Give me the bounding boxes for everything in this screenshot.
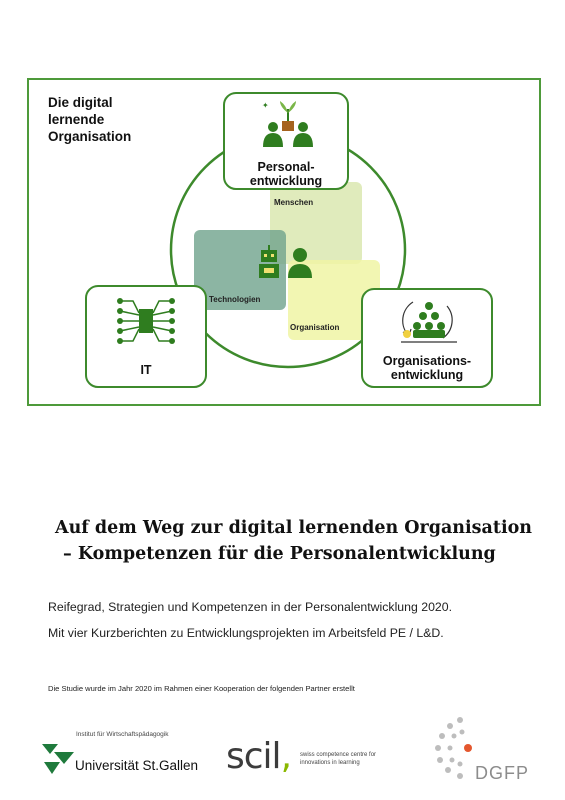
subtitle-line-1: Reifegrad, Strategien und Kompetenzen in…: [48, 600, 453, 614]
scil-wordmark: scil: [226, 736, 282, 777]
node-personal-label: Personal- entwicklung: [249, 160, 323, 188]
svg-text:✦: ✦: [262, 101, 269, 110]
hsg-logo-icon: [42, 744, 74, 774]
people-plant-icon: ✦: [262, 101, 313, 147]
title-line-1: Auf dem Weg zur digital lernenden Organi…: [55, 518, 532, 538]
cooperation-note: Die Studie wurde im Jahr 2020 im Rahmen …: [48, 684, 355, 693]
scil-comma: ,: [280, 736, 292, 777]
document-title: Auf dem Weg zur digital lernenden Organi…: [55, 515, 545, 567]
diagram-frame: Die digital lernende Organisation Mensch…: [27, 78, 541, 406]
label-people: Menschen: [274, 198, 314, 207]
team-pyramid-icon: [401, 301, 457, 343]
scil-tagline-1: swiss competence centre for: [300, 752, 377, 758]
dgfp-wordmark: DGFP: [475, 763, 530, 783]
title-line-2: – Kompetenzen für die Personalentwicklun…: [63, 544, 496, 564]
scil-logo: scil,: [226, 736, 292, 777]
label-organisation: Organisation: [290, 323, 340, 332]
hsg-university-name: Universität St.Gallen: [75, 758, 199, 773]
node-organisationsentwicklung: Organisations- entwicklung: [361, 288, 493, 388]
node-it: IT: [85, 285, 207, 388]
robot-person-icon: [259, 245, 312, 278]
dgfp-logo-icon: [435, 717, 472, 779]
subtitle-line-2: Mit vier Kurzberichten zu Entwicklungspr…: [48, 626, 444, 640]
node-personalentwicklung: ✦ Personal- entwicklung: [223, 92, 349, 190]
scil-tagline-2: innovations in learning: [300, 760, 360, 766]
node-it-label: IT: [140, 363, 152, 377]
node-organisation-label: Organisations- entwicklung: [382, 354, 472, 382]
circuit-icon: [117, 298, 175, 344]
hsg-institute-label: Institut für Wirtschaftspädagogik: [76, 731, 169, 738]
diagram-title: Die digital lernende Organisation: [48, 95, 132, 144]
label-technology: Technologien: [209, 295, 261, 304]
